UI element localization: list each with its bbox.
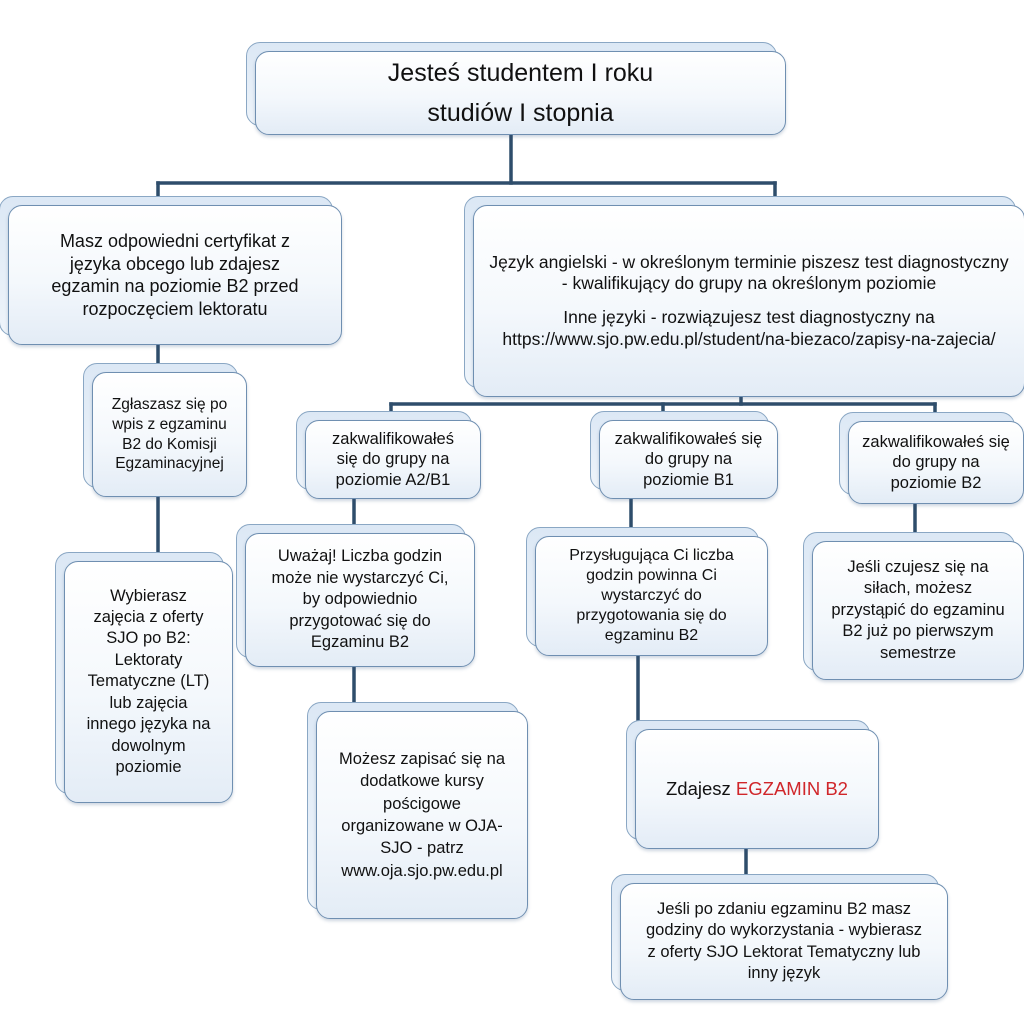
group-b2-text: zakwalifikowałeś się do grupy na poziomi… <box>862 432 1010 492</box>
sufficient-hours-node: Przysługująca Ci liczba godzin powinna C… <box>526 527 768 656</box>
root-line-2: studiów I stopnia <box>427 99 614 127</box>
group-a2b1-node: zakwalifikowałeś się do grupy na poziomi… <box>296 411 481 499</box>
diagnostic-node: Język angielski - w określonym terminie … <box>464 196 1024 397</box>
certificate-text: Masz odpowiedni certyfikat z języka obce… <box>51 231 299 319</box>
extra-courses-text: Możesz zapisać się na dodatkowe kursy po… <box>339 750 505 880</box>
early-exam-text: Jeśli czujesz się na siłach, możesz przy… <box>831 557 1005 662</box>
sufficient-hours-text: Przysługująca Ci liczba godzin powinna C… <box>569 547 734 644</box>
early-exam-node: Jeśli czujesz się na siłach, możesz przy… <box>803 532 1024 680</box>
root-line-1: Jesteś studentem I roku <box>387 59 654 87</box>
choose-lt-node: Wybierasz zajęcia z oferty SJO po B2: Le… <box>55 552 233 803</box>
warning-text: Uważaj! Liczba godzin może nie wystarczy… <box>271 547 449 652</box>
root-node: Jesteś studentem I roku studiów I stopni… <box>246 42 786 135</box>
pass-exam-highlight: EGZAMIN B2 <box>735 777 848 799</box>
group-b2-node: zakwalifikowałeś się do grupy na poziomi… <box>839 412 1024 504</box>
warning-node: Uważaj! Liczba godzin może nie wystarczy… <box>236 524 475 667</box>
group-a2b1-text: zakwalifikowałeś się do grupy na poziomi… <box>332 429 454 489</box>
pass-exam-node: Zdajesz EGZAMIN B2 <box>626 720 879 849</box>
extra-courses-node: Możesz zapisać się na dodatkowe kursy po… <box>307 702 528 919</box>
pass-exam-label: Zdajesz EGZAMIN B2 <box>666 777 848 801</box>
after-exam-node: Jeśli po zdaniu egzaminu B2 masz godziny… <box>611 874 948 1000</box>
after-exam-text: Jeśli po zdaniu egzaminu B2 masz godziny… <box>645 899 923 982</box>
register-exam-text: Zgłaszasz się po wpis z egzaminu B2 do K… <box>111 396 228 473</box>
pass-exam-prefix: Zdajesz <box>666 777 736 799</box>
group-b1-text: zakwalifikowałeś się do grupy na poziomi… <box>614 429 763 489</box>
choose-lt-text: Wybierasz zajęcia z oferty SJO po B2: Le… <box>86 586 211 777</box>
diagnostic-other-text: Inne języki - rozwiązujesz test diagnost… <box>502 307 996 349</box>
register-exam-node: Zgłaszasz się po wpis z egzaminu B2 do K… <box>83 363 247 497</box>
group-b1-node: zakwalifikowałeś się do grupy na poziomi… <box>590 411 778 499</box>
certificate-node: Masz odpowiedni certyfikat z języka obce… <box>0 196 342 345</box>
diagnostic-english-text: Język angielski - w określonym terminie … <box>489 251 1009 294</box>
